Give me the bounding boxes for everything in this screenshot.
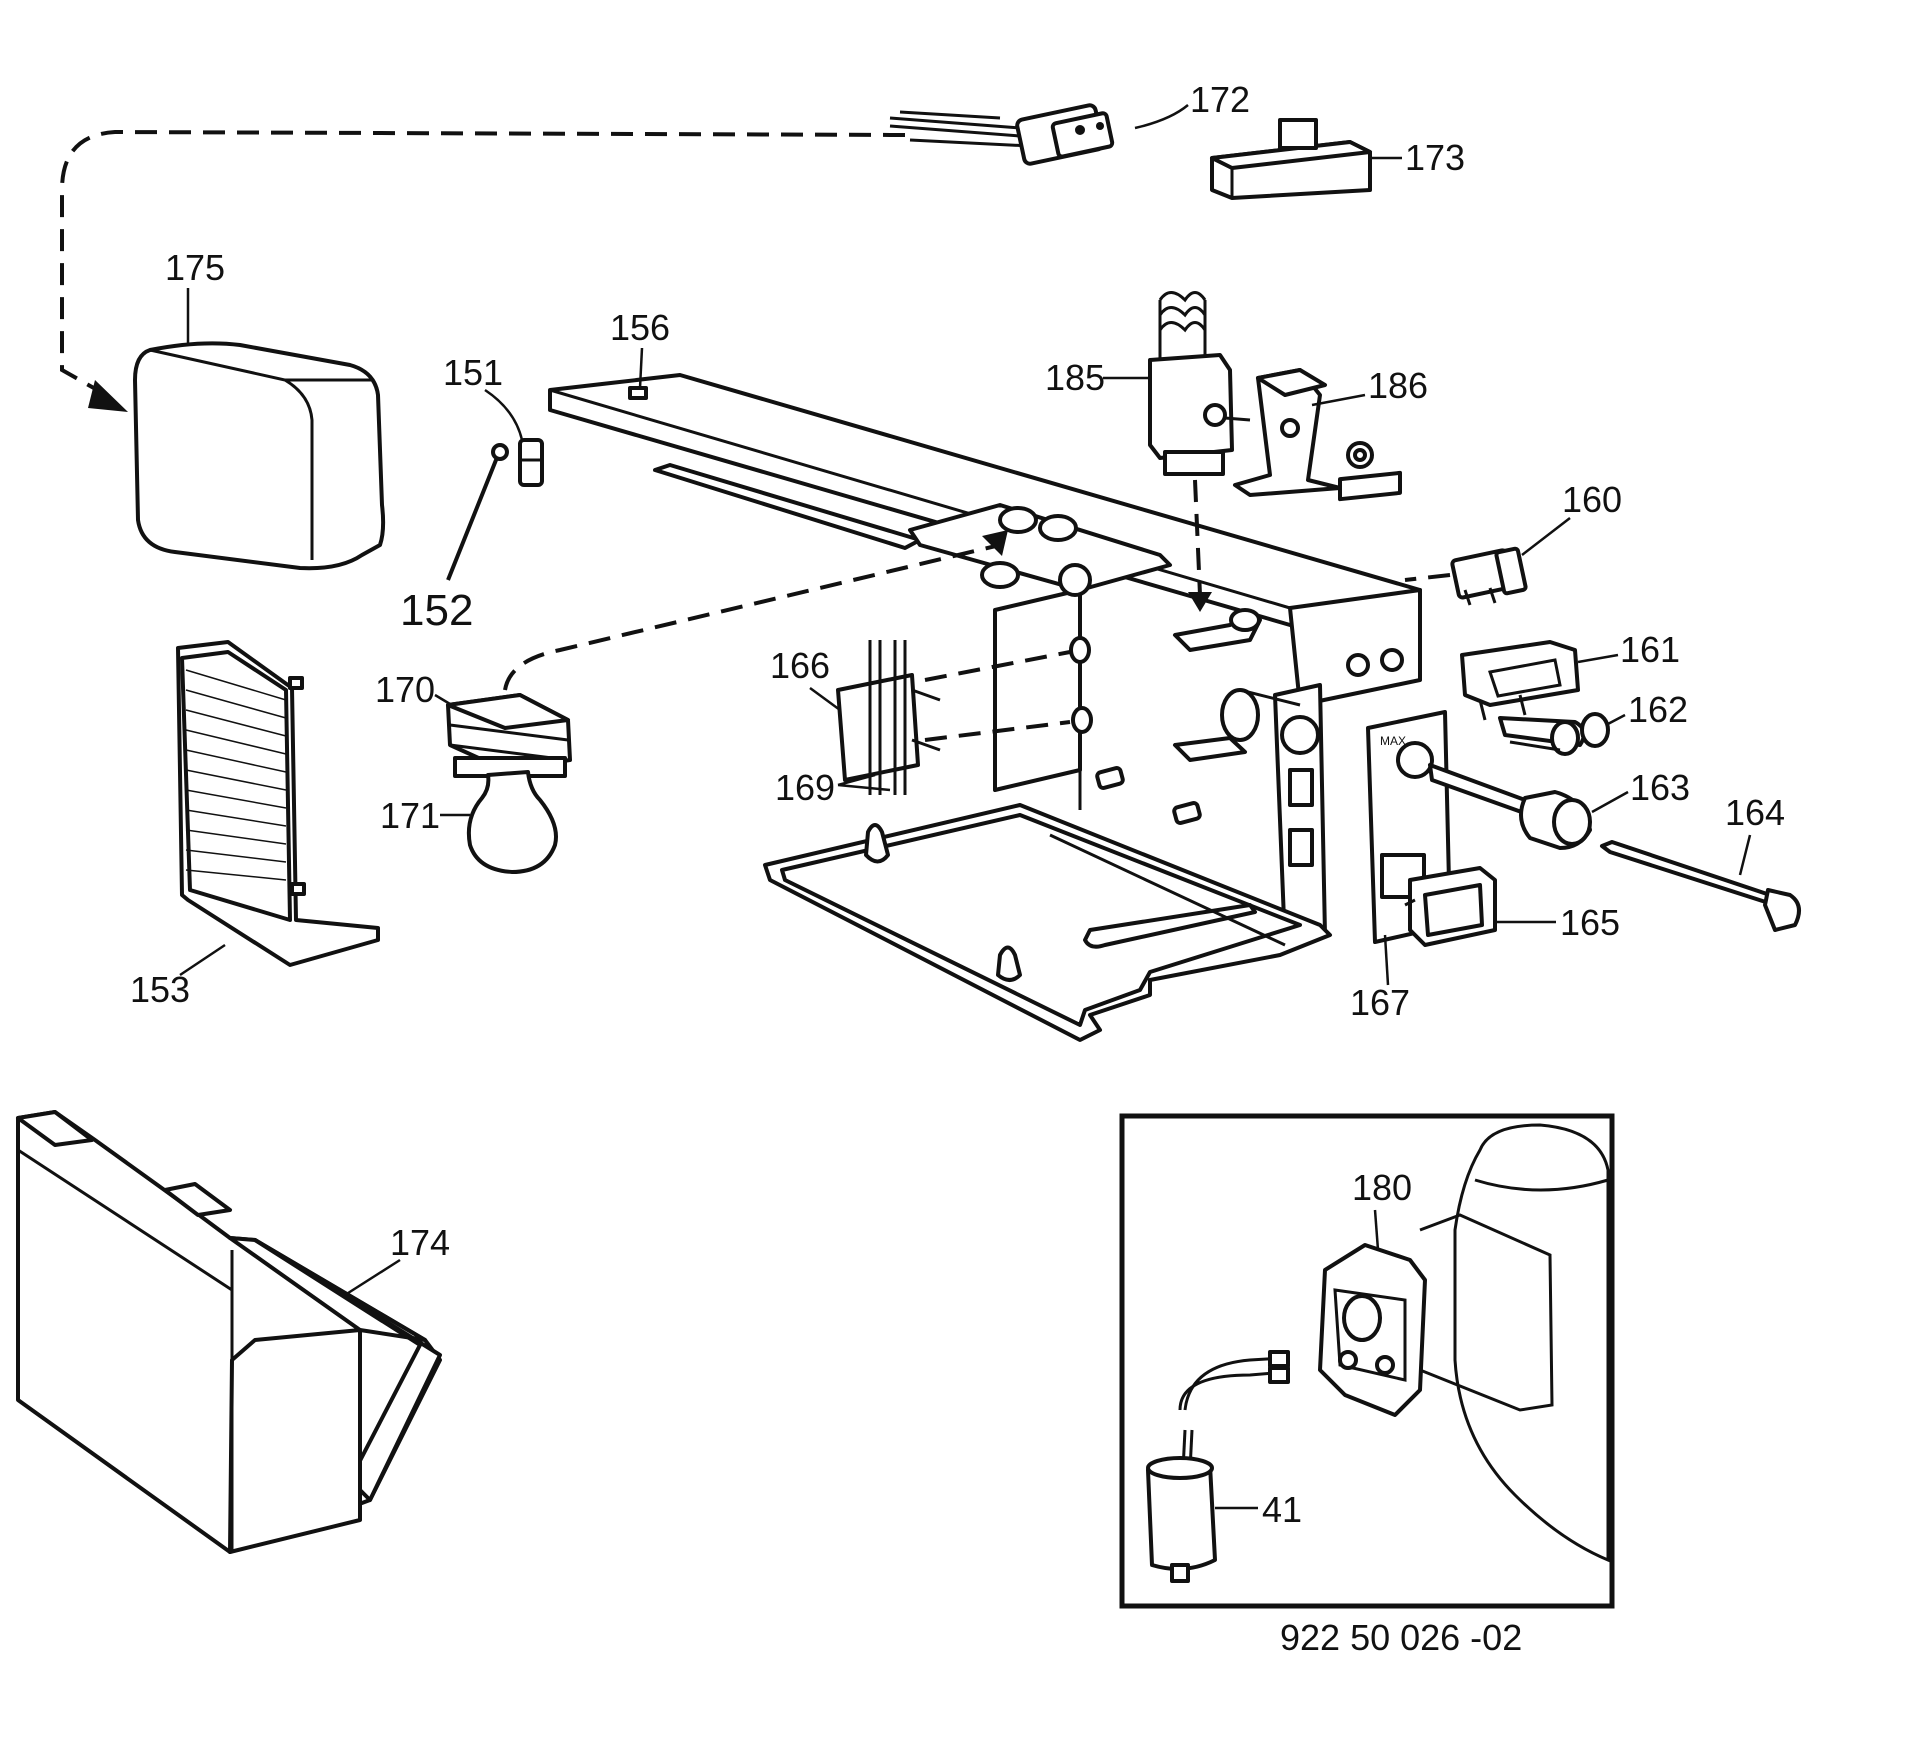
label-164: 164 xyxy=(1725,792,1785,833)
part-180-relay xyxy=(1318,1243,1427,1417)
part-152-screw xyxy=(446,443,509,581)
drawing-number: 922 50 026 -02 xyxy=(1280,1617,1522,1658)
part-41-capacitor xyxy=(1146,1350,1290,1583)
part-173-lamp-cover xyxy=(1210,118,1372,200)
part-151-clip xyxy=(518,438,544,487)
label-163: 163 xyxy=(1630,767,1690,808)
label-170: 170 xyxy=(375,669,435,710)
part-compressor-outline xyxy=(1419,1123,1610,1563)
socket-dashed xyxy=(1404,573,1451,582)
part-163-shaft-knob xyxy=(1428,763,1592,850)
part-164-pin xyxy=(1600,840,1801,932)
label-161: 161 xyxy=(1620,629,1680,670)
label-175: 175 xyxy=(165,247,225,288)
dial-label: MAX xyxy=(1380,734,1406,748)
label-160: 160 xyxy=(1562,479,1622,520)
part-162-knob xyxy=(1498,712,1610,756)
label-173: 173 xyxy=(1405,137,1465,178)
part-171-bulb xyxy=(466,770,558,874)
label-166: 166 xyxy=(770,645,830,686)
part-base-tray xyxy=(763,770,1332,1042)
part-166-switch-block xyxy=(836,640,941,795)
part-185-thermostat xyxy=(1148,291,1251,476)
switch-dashed-1 xyxy=(924,650,1071,682)
label-167: 167 xyxy=(1350,982,1410,1023)
label-171: 171 xyxy=(380,795,440,836)
part-175-block xyxy=(133,341,386,571)
label-152: 152 xyxy=(400,586,473,635)
label-162: 162 xyxy=(1628,689,1688,730)
label-186: 186 xyxy=(1368,365,1428,406)
wire-route-dashed xyxy=(60,129,906,402)
label-151: 151 xyxy=(443,352,503,393)
label-180: 180 xyxy=(1352,1167,1412,1208)
arrow-head-175 xyxy=(88,380,128,412)
label-185: 185 xyxy=(1045,357,1105,398)
label-174: 174 xyxy=(390,1222,450,1263)
label-153: 153 xyxy=(130,969,190,1010)
part-tray-feet xyxy=(864,766,1202,982)
part-174-tray-box xyxy=(16,1110,442,1554)
label-172: 172 xyxy=(1190,79,1250,120)
label-156: 156 xyxy=(610,307,670,348)
label-169: 169 xyxy=(775,767,835,808)
switch-dashed-2 xyxy=(924,720,1071,742)
part-165-rocker-switch xyxy=(1404,866,1497,947)
part-161-switch xyxy=(1460,640,1580,721)
label-41: 41 xyxy=(1262,1489,1302,1530)
part-172-lamp-holder xyxy=(889,103,1115,166)
part-156-main-bracket xyxy=(548,373,1422,947)
part-186-thermostat-bracket xyxy=(1233,368,1374,497)
part-153-side-panel xyxy=(176,640,380,967)
part-160-socket xyxy=(1450,546,1528,606)
lamp-dashed-route xyxy=(503,543,1001,691)
label-165: 165 xyxy=(1560,902,1620,943)
thermostat-drop-dashed xyxy=(1193,479,1202,596)
part-170-lamp-holder xyxy=(446,693,572,778)
